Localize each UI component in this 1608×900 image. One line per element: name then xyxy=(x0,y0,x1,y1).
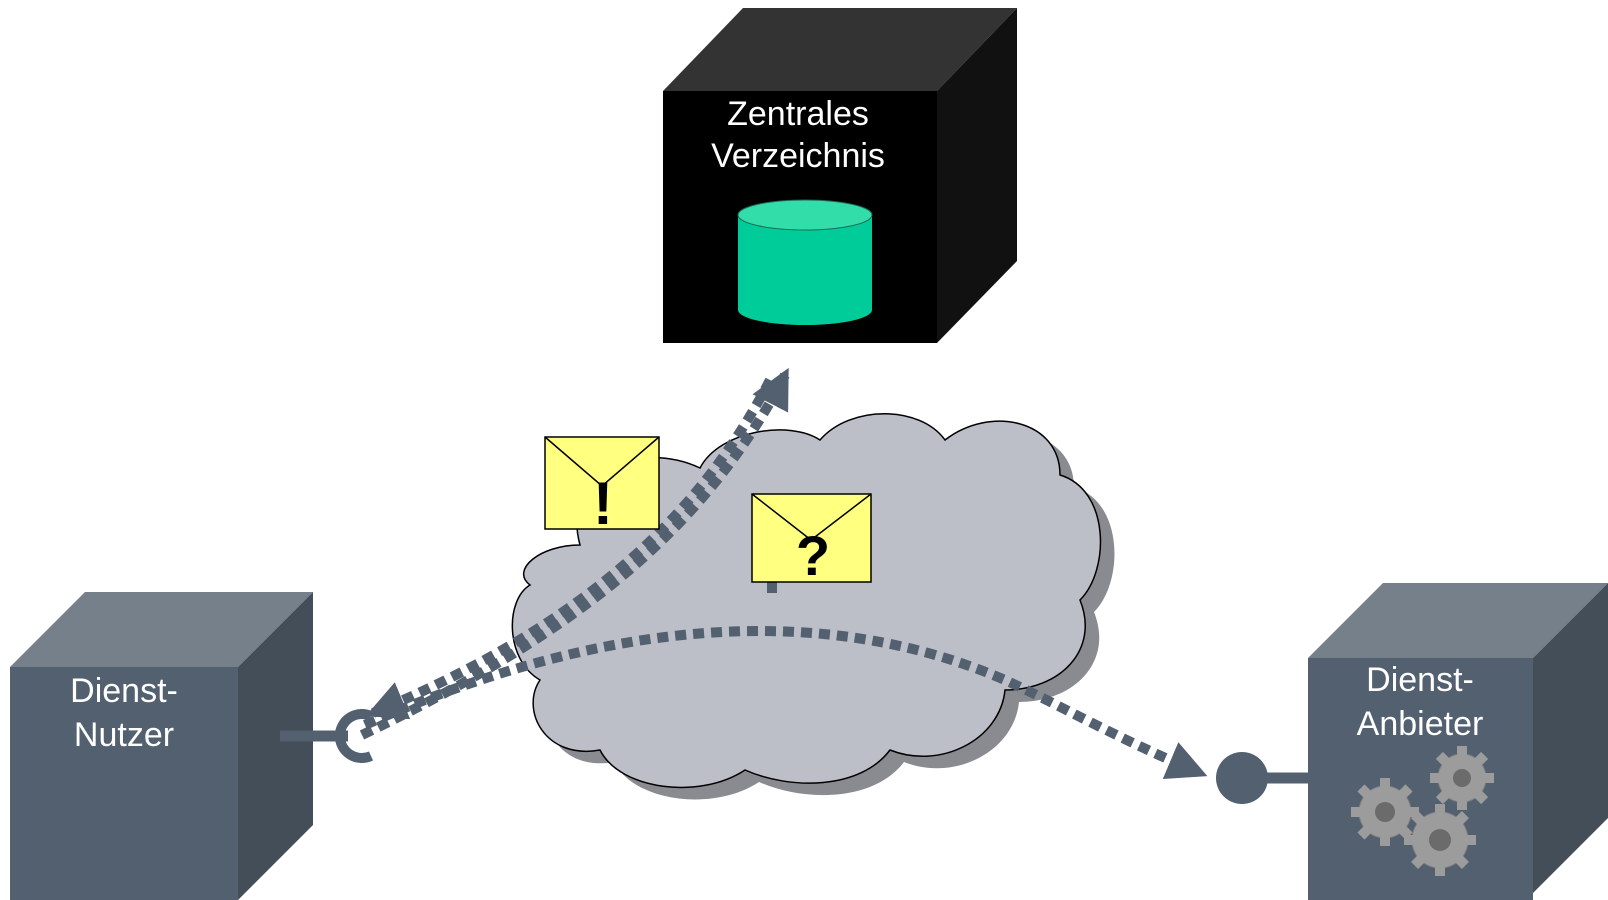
consumer-title-line2: Nutzer xyxy=(74,716,174,754)
database-icon xyxy=(737,199,873,325)
directory-cube-top xyxy=(663,8,1017,91)
query-envelope-symbol: ? xyxy=(796,524,830,587)
provider-cube-top xyxy=(1308,583,1608,658)
provider-title-line2: Anbieter xyxy=(1357,705,1484,743)
directory-cube-side xyxy=(937,8,1017,343)
provider-cube-side xyxy=(1533,583,1608,893)
connections xyxy=(359,367,1208,779)
consumer-cube-top xyxy=(10,592,313,667)
consumer-cube-side xyxy=(238,592,313,900)
consumer-title-line1: Dienst- xyxy=(70,672,178,710)
consumer-socket xyxy=(280,709,374,763)
directory-to-consumer-arrow xyxy=(365,377,775,720)
consumer-to-directory-arrow xyxy=(359,367,790,740)
directory-cube: Zentrales Verzeichnis xyxy=(663,8,1017,343)
directory-title-line1: Zentrales xyxy=(727,95,869,133)
consumer-cube-front xyxy=(10,667,238,900)
publish-envelope-symbol: ! xyxy=(593,470,613,537)
query-envelope: ? xyxy=(751,493,872,587)
consumer-cube: Dienst- Nutzer xyxy=(10,592,313,900)
publish-envelope: ! xyxy=(544,436,660,537)
provider-port xyxy=(1216,752,1308,804)
gears-icon xyxy=(1351,746,1494,876)
provider-title-line1: Dienst- xyxy=(1366,661,1474,699)
directory-title-line2: Verzeichnis xyxy=(711,137,885,175)
provider-cube: Dienst- Anbieter xyxy=(1308,583,1608,900)
consumer-to-provider-arrow xyxy=(362,626,1208,779)
